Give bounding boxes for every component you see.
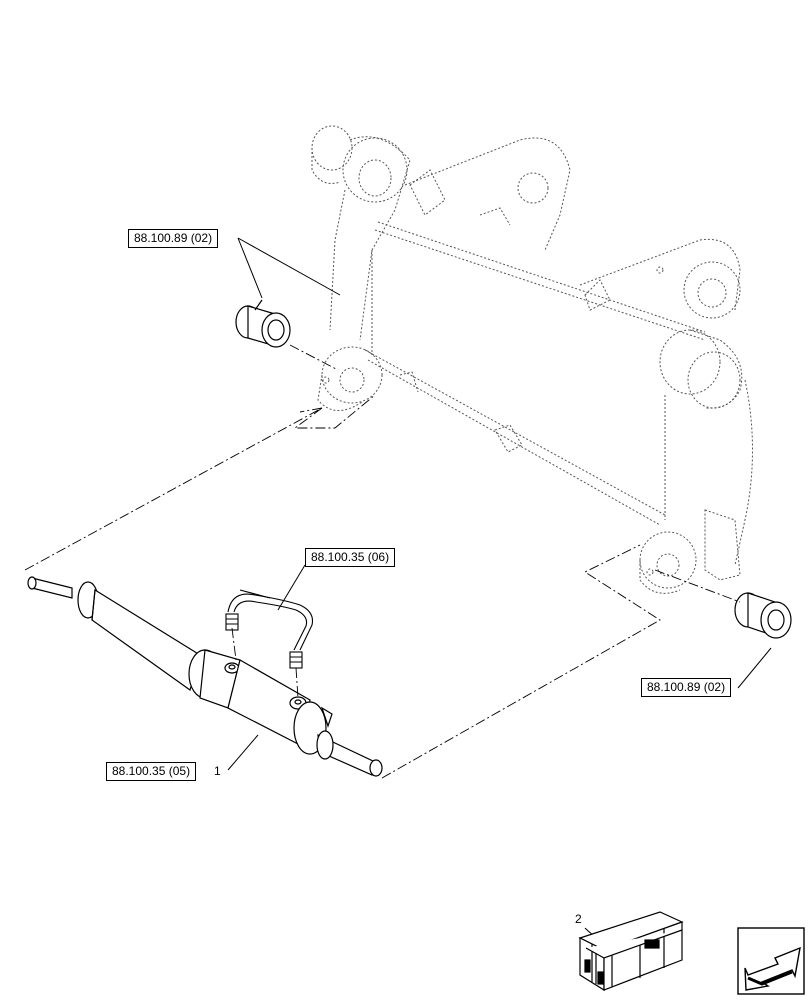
ref-label-hoses[interactable]: 88.100.35 (06) bbox=[305, 548, 396, 567]
loader-frame bbox=[311, 125, 753, 594]
hydraulic-cylinder[interactable] bbox=[27, 576, 383, 777]
kit-box-icon[interactable] bbox=[578, 911, 684, 992]
assembly-centerlines bbox=[24, 344, 741, 779]
bushing-left[interactable] bbox=[235, 299, 291, 348]
arrow-down-left-icon[interactable] bbox=[737, 927, 805, 995]
callout-item-1: 1 bbox=[214, 764, 221, 778]
callout-item-2: 2 bbox=[575, 912, 582, 926]
ref-label-bushing-top[interactable]: 88.100.89 (02) bbox=[128, 229, 219, 248]
bushing-right[interactable] bbox=[734, 592, 792, 639]
ref-label-cylinder[interactable]: 88.100.35 (05) bbox=[106, 762, 197, 781]
hydraulic-hoses[interactable] bbox=[225, 589, 314, 669]
ref-label-bushing-right[interactable]: 88.100.89 (02) bbox=[641, 678, 732, 697]
leader-lines bbox=[227, 237, 772, 941]
